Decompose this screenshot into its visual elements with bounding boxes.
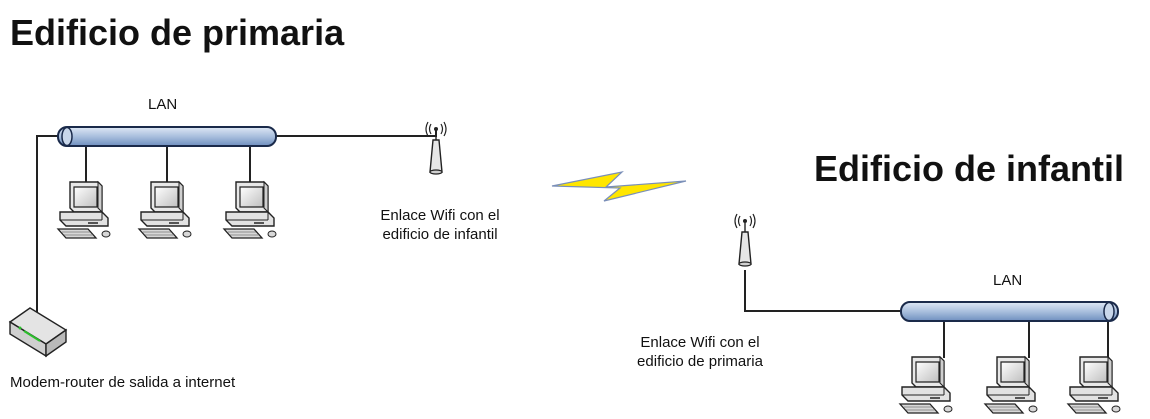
primary-building-title: Edificio de primaria [10, 12, 345, 53]
primary-wifi-label: Enlace Wifi con el edificio de infantil [350, 206, 530, 244]
desktop-computer-icon [1067, 356, 1121, 414]
modem-router-icon [8, 307, 68, 358]
desktop-computer-icon [984, 356, 1038, 414]
infant-wifi-label-line-1: Enlace Wifi con el [640, 334, 760, 351]
primary-lan-label: LAN [148, 96, 178, 113]
infant-lan-label: LAN [993, 272, 1023, 289]
primary-lan-bus [57, 126, 277, 147]
wifi-antenna-icon [425, 121, 447, 175]
primary-antenna-line [276, 130, 437, 137]
infant-antenna-line [744, 270, 906, 312]
primary-wifi-label-line-2: edificio de infantil [382, 226, 498, 243]
wireless-link-icon [551, 170, 687, 202]
desktop-computer-icon [138, 181, 192, 239]
infant-wifi-label: Enlace Wifi con el edificio de primaria [610, 333, 790, 371]
primary-wifi-label-line-1: Enlace Wifi con el [380, 207, 500, 224]
infant-lan-bus [900, 301, 1119, 322]
wifi-antenna-icon [734, 213, 756, 267]
desktop-computer-icon [57, 181, 111, 239]
router-uplink-line [36, 135, 58, 320]
desktop-computer-icon [223, 181, 277, 239]
infant-wifi-label-line-2: edificio de primaria [637, 353, 763, 370]
router-label: Modem-router de salida a internet [10, 374, 236, 391]
infant-building-title: Edificio de infantil [814, 148, 1125, 189]
desktop-computer-icon [899, 356, 953, 414]
